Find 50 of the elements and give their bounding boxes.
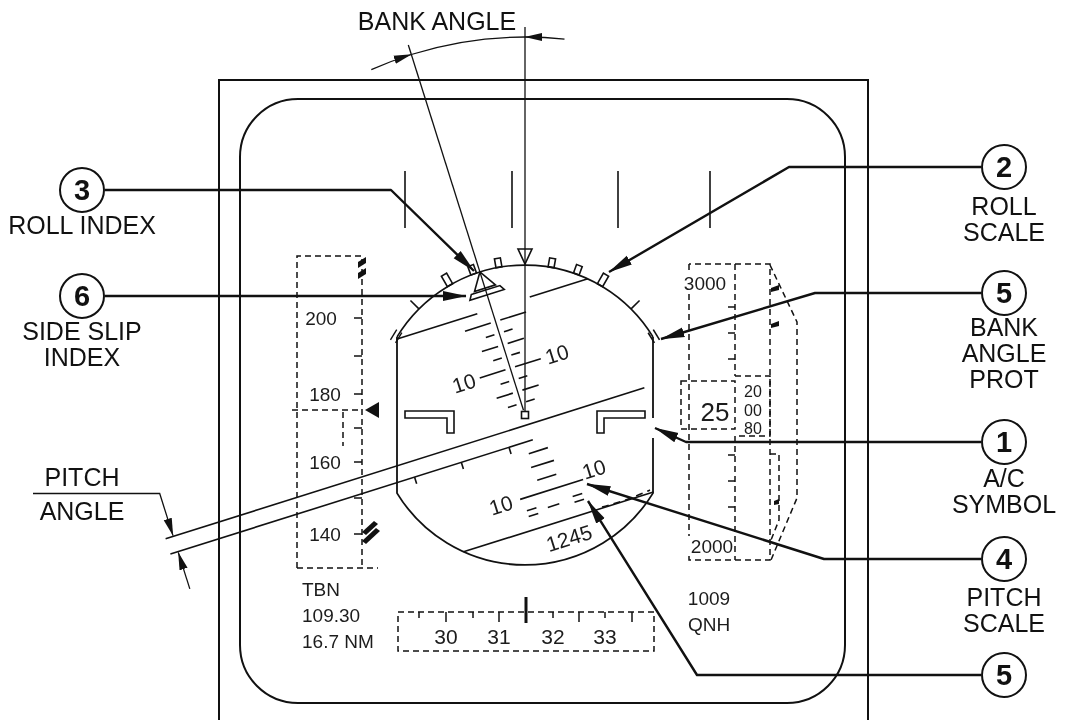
altitude-scale-value: 3000 — [683, 273, 727, 293]
roll-scale — [396, 248, 654, 338]
callout-label: ROLL SCALE — [963, 193, 1045, 245]
pitch-protection-marks — [526, 492, 585, 518]
altitude-drum-digits: 00 — [744, 403, 762, 419]
callout-label: ROLL INDEX — [8, 212, 156, 238]
leader-line — [586, 482, 981, 561]
pitch-scale-value: 10 — [542, 340, 572, 368]
callout-number: 5 — [981, 652, 1027, 698]
altitude-drum-digits: 80 — [744, 421, 762, 437]
leader-line — [105, 291, 467, 301]
altitude-drum-digits: 20 — [744, 384, 762, 400]
callout-number: 3 — [59, 167, 105, 213]
callout-label: BANK ANGLE PROT — [961, 314, 1047, 392]
pitch-scale-value: 10 — [486, 491, 516, 519]
callout-number: 4 — [981, 536, 1027, 582]
leader-line — [587, 500, 981, 677]
speed-scale-value: 180 — [309, 384, 341, 404]
callout-number: 6 — [59, 273, 105, 319]
callout-label: SIDE SLIP INDEX — [21, 318, 143, 370]
callout-number: 1 — [981, 419, 1027, 465]
ils-info-text: 109.30 — [302, 605, 361, 625]
pitch-scale-value: 10 — [580, 455, 609, 483]
speed-scale-value: 140 — [309, 524, 341, 544]
dimension-label: PITCH ANGLE — [39, 462, 125, 527]
leader-line — [105, 188, 475, 272]
dimension-label: BANK ANGLE — [357, 8, 517, 34]
ils-info-text: TBN — [302, 579, 340, 599]
callout-number: 5 — [981, 270, 1027, 316]
baro-setting-text: QNH — [687, 614, 731, 634]
leader-line — [660, 291, 981, 341]
callout-label: PITCH SCALE — [963, 584, 1045, 636]
bank-angle-protection-mark — [647, 328, 661, 344]
heading-scale-value: 31 — [487, 625, 511, 647]
heading-scale-value: 33 — [593, 625, 617, 647]
leader-line — [608, 165, 981, 274]
speed-scale-value: 160 — [309, 452, 341, 472]
ils-info-text: 16.7 NM — [302, 631, 374, 651]
leader-line — [654, 426, 981, 444]
altitude-readout: 25 — [700, 399, 730, 425]
altitude-scale-value: 2000 — [690, 536, 734, 556]
aircraft-symbol — [404, 410, 646, 434]
callout-label: A/C SYMBOL — [951, 465, 1057, 517]
pitch-scale-value: 10 — [449, 369, 478, 397]
callout-number: 2 — [981, 144, 1027, 190]
heading-scale-value: 30 — [434, 625, 458, 647]
radio-height-readout: 1245 — [543, 521, 595, 556]
speed-scale-value: 200 — [305, 308, 337, 328]
heading-scale-value: 32 — [541, 625, 565, 647]
baro-setting-text: 1009 — [687, 588, 731, 608]
